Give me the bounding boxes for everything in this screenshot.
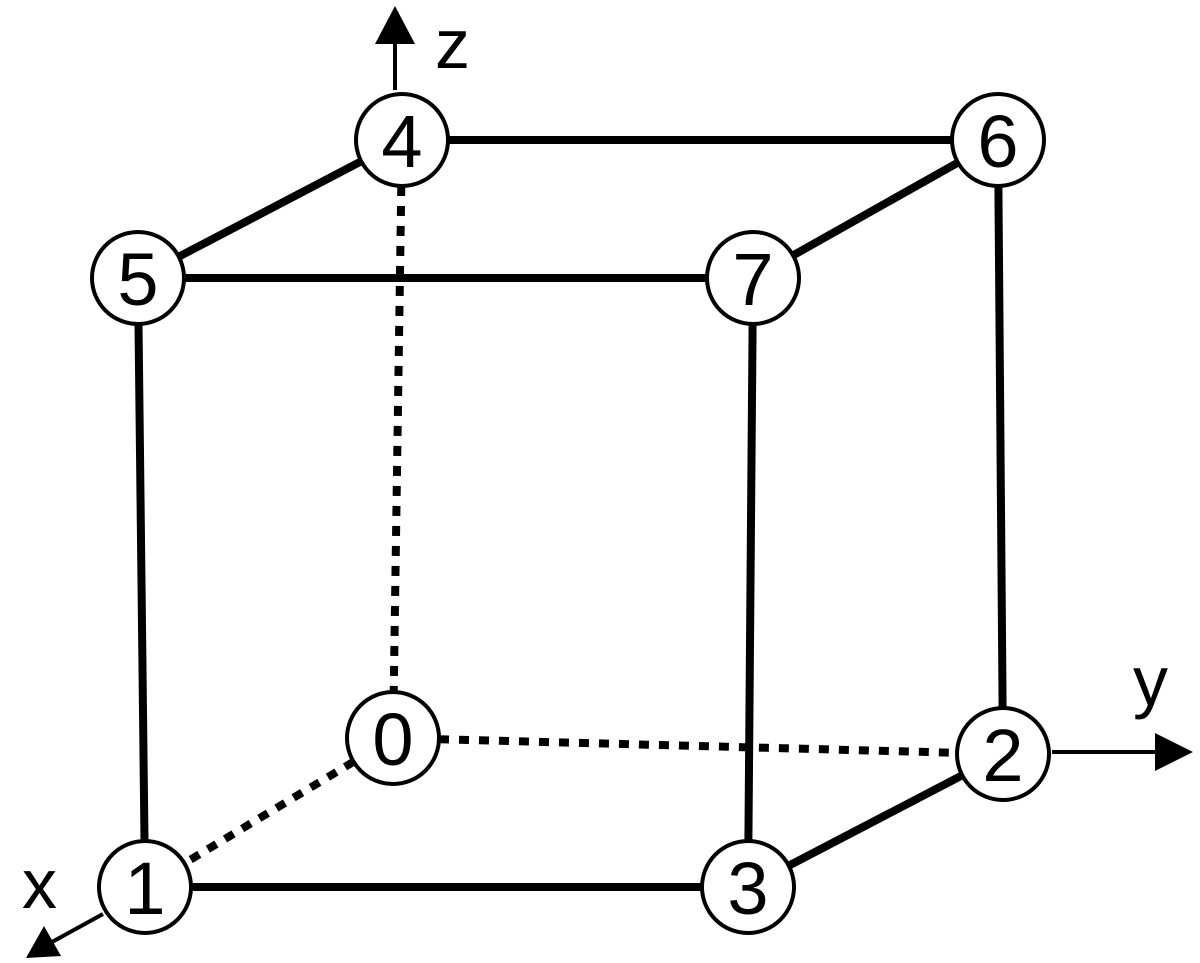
edge-7-3 — [744, 323, 757, 842]
edge-0-1 — [182, 758, 356, 867]
nodes-layer: 0 1 2 3 4 5 6 7 — [90, 92, 1051, 935]
x-axis-line — [51, 912, 104, 944]
node-1: 1 — [97, 839, 193, 935]
y-axis-label: y — [1133, 642, 1168, 720]
node-7: 7 — [705, 230, 801, 326]
z-axis-label: z — [435, 5, 470, 83]
node-circle — [97, 839, 193, 935]
edge-5-4 — [176, 157, 364, 261]
node-6: 6 — [950, 92, 1046, 188]
node-label: 3 — [727, 847, 768, 930]
node-circle — [950, 92, 1046, 188]
edges-layer — [134, 136, 1007, 891]
node-label: 0 — [372, 698, 413, 781]
edge-4-0 — [389, 185, 406, 693]
node-4: 4 — [354, 92, 450, 188]
edge-6-2 — [994, 185, 1007, 709]
node-circle — [700, 839, 796, 935]
z-axis-arrow-icon — [375, 6, 415, 44]
edge-3-2 — [786, 771, 965, 870]
node-label: 2 — [982, 714, 1023, 797]
node-5: 5 — [90, 230, 186, 326]
node-label: 5 — [117, 238, 158, 321]
node-label: 7 — [732, 238, 773, 321]
x-axis-label: x — [22, 845, 57, 923]
node-label: 1 — [124, 847, 165, 930]
edge-5-1 — [134, 323, 149, 842]
node-3: 3 — [700, 839, 796, 935]
node-label: 4 — [381, 100, 422, 183]
edge-0-2 — [438, 735, 958, 757]
node-2: 2 — [955, 706, 1051, 802]
edge-7-6 — [791, 159, 960, 259]
axes-layer: z y x — [22, 5, 1193, 958]
x-axis-arrow-icon — [26, 926, 61, 958]
y-axis-arrow-icon — [1155, 733, 1193, 771]
node-circle — [705, 230, 801, 326]
node-circle — [345, 690, 441, 786]
node-0: 0 — [345, 690, 441, 786]
node-label: 6 — [977, 100, 1018, 183]
node-circle — [354, 92, 450, 188]
node-circle — [955, 706, 1051, 802]
node-circle — [90, 230, 186, 326]
